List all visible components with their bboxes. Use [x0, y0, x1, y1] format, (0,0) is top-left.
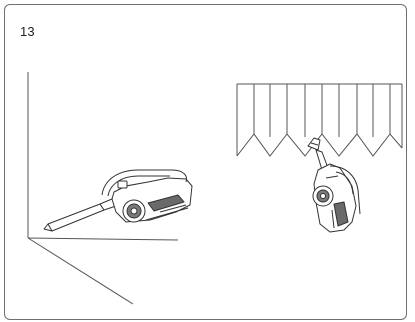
handheld-vacuum-crevice-tool-icon	[43, 169, 193, 232]
instruction-panel	[4, 4, 407, 320]
handheld-vacuum-brush-tool-icon	[307, 137, 361, 233]
curtain-icon	[236, 83, 403, 157]
room-corner-icon	[27, 72, 179, 305]
step-number: 13	[20, 24, 35, 39]
